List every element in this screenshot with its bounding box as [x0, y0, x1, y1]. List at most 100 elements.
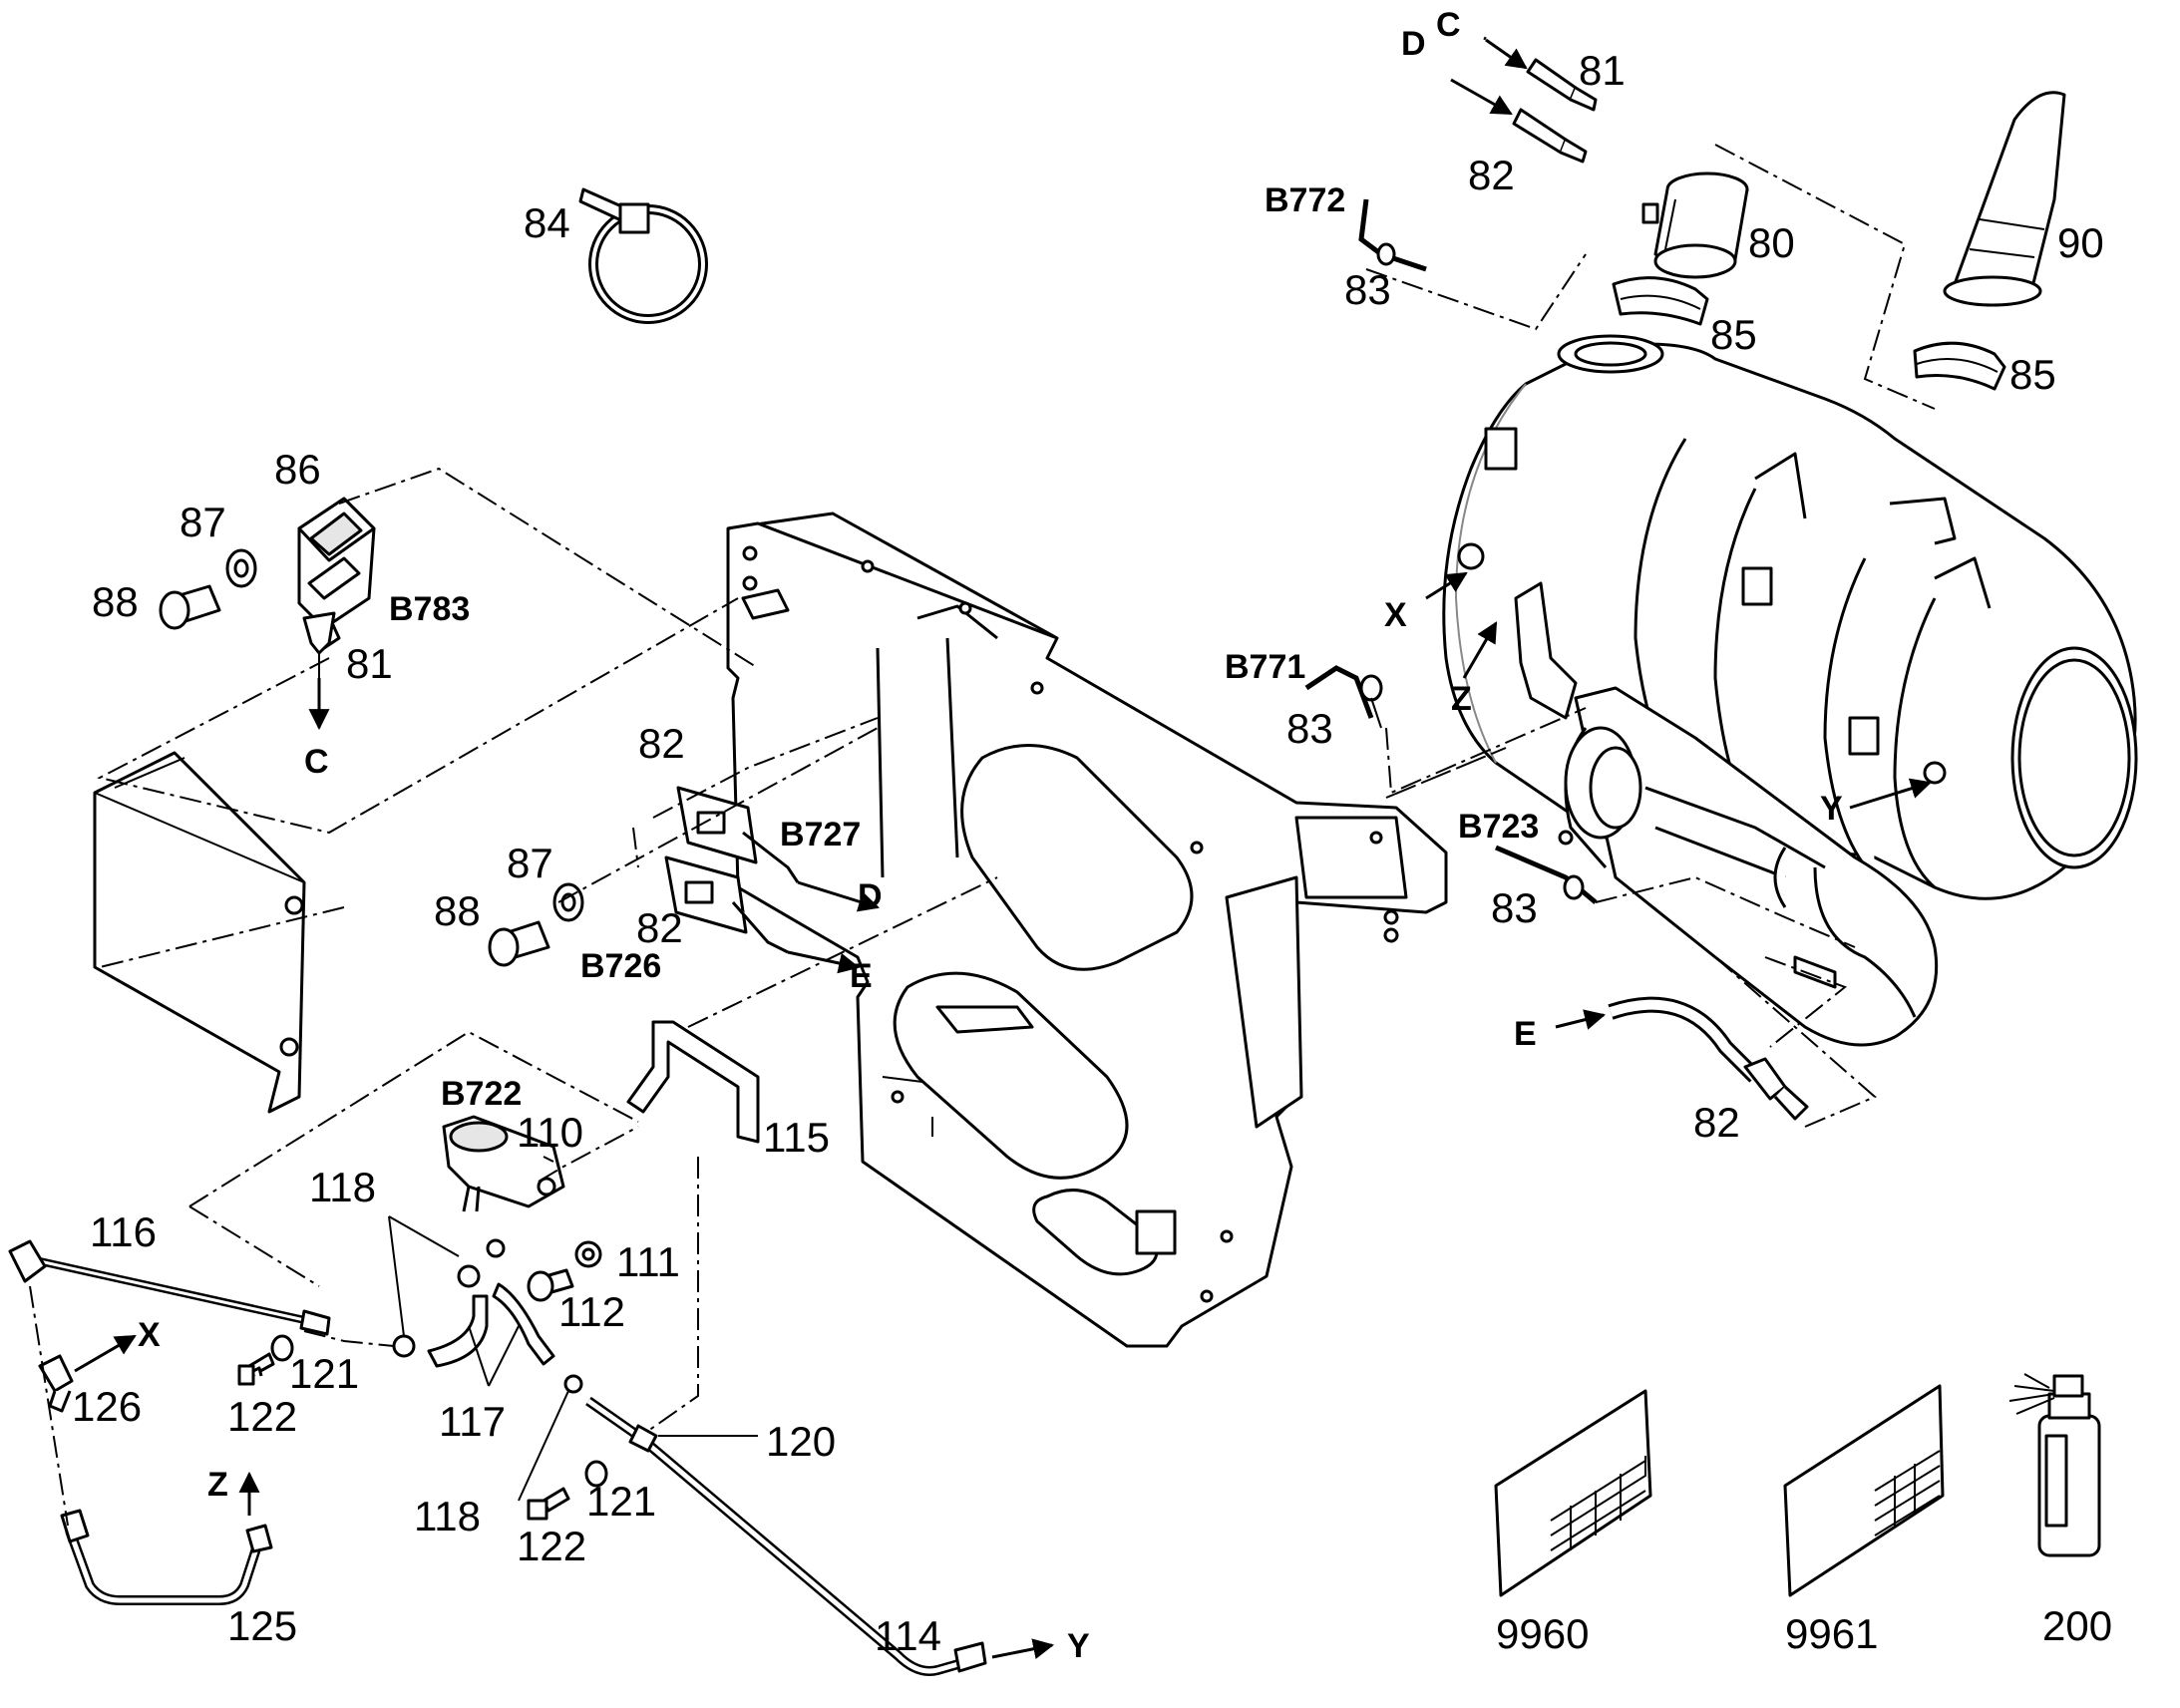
label-81-mod: 81	[346, 640, 393, 687]
label-83-low: 83	[1491, 884, 1538, 931]
label-b723: B723	[1458, 808, 1539, 846]
label-d-mid: D	[858, 877, 883, 915]
label-122-b: 122	[517, 1523, 586, 1569]
label-122-a: 122	[227, 1393, 297, 1440]
hose-82-lower	[1555, 996, 1809, 1121]
control-module-b783	[297, 497, 376, 650]
screw-88-upper	[159, 584, 221, 630]
label-80: 80	[1748, 219, 1795, 266]
callout-lines	[388, 1156, 758, 1502]
clamp-118	[392, 1238, 583, 1394]
label-b727: B727	[780, 816, 861, 854]
screw-122-lower	[527, 1487, 570, 1521]
nut-111	[574, 1240, 602, 1268]
label-83-top: 83	[1344, 266, 1391, 313]
label-x-pipe: X	[138, 1316, 161, 1354]
label-c-mod: C	[304, 743, 329, 781]
label-90: 90	[2057, 219, 2104, 266]
label-88-b: 88	[434, 887, 481, 934]
label-d-top: D	[1401, 25, 1426, 63]
screw-88-lower	[488, 920, 550, 967]
label-87-a: 87	[180, 499, 226, 545]
label-82-hose: 82	[1693, 1099, 1740, 1146]
part-labels: 81 82 80 83 85 90 85 84 86 87 88 81 82 8…	[72, 47, 2112, 1659]
pipe-114	[585, 1396, 1055, 1676]
label-b783: B783	[389, 590, 470, 628]
cover-plate	[93, 751, 306, 1114]
label-200: 200	[2042, 1602, 2112, 1649]
connector-labels: C D C D E X Z Y E X Z Y	[138, 6, 1843, 1665]
cable-tie-84	[578, 187, 708, 324]
label-9960: 9960	[1496, 1610, 1589, 1657]
label-120: 120	[766, 1418, 836, 1465]
label-c-top: C	[1436, 6, 1461, 44]
hose-117	[427, 1282, 555, 1368]
washer-87-upper	[225, 548, 257, 588]
label-b771: B771	[1225, 648, 1305, 686]
label-111: 111	[616, 1238, 680, 1285]
mounting-bracket-115	[626, 1020, 760, 1144]
sensor-81-top	[1485, 38, 1598, 112]
fitting-121-upper	[270, 1334, 294, 1362]
tailpipe-90	[1943, 91, 2066, 307]
clamp-85-right	[1913, 341, 2006, 391]
label-116: 116	[90, 1208, 157, 1255]
label-115: 115	[763, 1114, 830, 1161]
label-117: 117	[439, 1398, 506, 1445]
document-9960	[1494, 1389, 1652, 1597]
arrow-c-top	[1483, 36, 1487, 41]
temperature-sensor-b772	[1358, 198, 1427, 272]
sensor-b727	[676, 786, 881, 912]
label-82-b: 82	[638, 720, 685, 767]
label-e-mid: E	[850, 957, 873, 995]
elbow-fitting-126	[38, 1334, 137, 1413]
arrow-z-tank	[1462, 621, 1498, 679]
clamp-85-left	[1612, 276, 1709, 326]
label-84: 84	[524, 199, 570, 246]
label-z-pipe: Z	[207, 1466, 228, 1504]
label-z-tank: Z	[1451, 680, 1472, 718]
temperature-sensor-b771	[1304, 665, 1383, 729]
label-112: 112	[558, 1288, 625, 1335]
screw-122-upper	[237, 1352, 275, 1386]
screw-112	[527, 1268, 574, 1302]
label-9961: 9961	[1785, 1610, 1878, 1657]
label-114: 114	[875, 1612, 941, 1659]
label-121-a: 121	[289, 1350, 359, 1397]
label-b722: B722	[441, 1075, 522, 1113]
label-87-b: 87	[507, 840, 553, 886]
label-b772: B772	[1265, 181, 1345, 219]
leader-lines	[29, 144, 1936, 1527]
arrow-y-tank	[1849, 778, 1933, 810]
sensor-82-top	[1450, 78, 1588, 164]
label-82-c: 82	[636, 904, 683, 951]
label-82-top: 82	[1468, 152, 1515, 198]
arrow-x-tank	[1425, 571, 1468, 600]
pressure-sensor-b722	[442, 1115, 565, 1212]
connector-81-module	[302, 611, 336, 731]
label-121-b: 121	[586, 1478, 656, 1525]
temperature-sensor-b723	[1495, 845, 1598, 904]
sensor-b726	[664, 855, 861, 974]
sensor-labels: B772 B783 B771 B727 B723 B726 B722	[389, 181, 1539, 1113]
spray-bottle-200	[2008, 1373, 2101, 1557]
label-85-a: 85	[1710, 311, 1757, 358]
label-y-pipe: Y	[1067, 1627, 1090, 1665]
pipe-125	[60, 1471, 273, 1605]
mounting-bracket-plate	[726, 512, 1448, 1348]
label-110: 110	[517, 1109, 583, 1156]
label-125: 125	[227, 1602, 297, 1649]
label-81-top: 81	[1579, 47, 1626, 94]
label-83-mid: 83	[1286, 705, 1333, 752]
label-86: 86	[274, 446, 321, 493]
label-85-b: 85	[2009, 351, 2056, 398]
label-x-tank: X	[1384, 596, 1407, 634]
document-9961	[1783, 1384, 1945, 1597]
label-y-tank: Y	[1820, 790, 1843, 828]
label-b726: B726	[580, 947, 661, 985]
label-118-a: 118	[309, 1164, 376, 1210]
label-118-b: 118	[414, 1493, 481, 1539]
pipe-116	[8, 1239, 331, 1336]
label-126: 126	[72, 1383, 142, 1430]
